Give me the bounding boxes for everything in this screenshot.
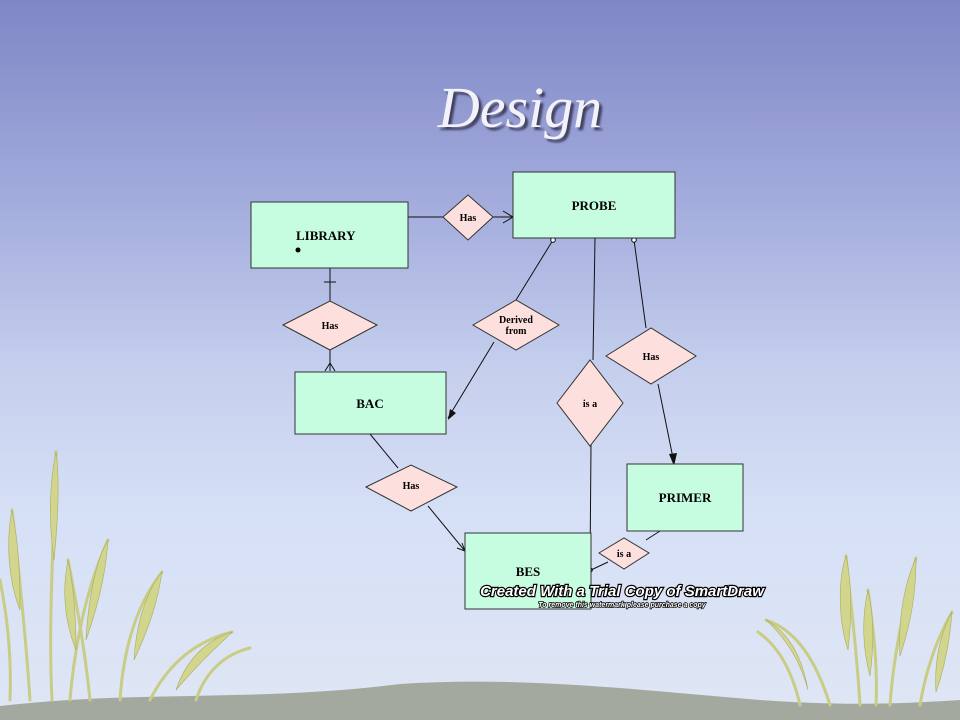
relationship-is-a-bes-primer: is a — [598, 537, 650, 570]
entity-probe: PROBE — [512, 171, 676, 239]
grass-right-decoration — [756, 554, 954, 707]
entity-library-label: LIBRARY — [296, 228, 356, 243]
grass-left-decoration — [0, 450, 252, 702]
entity-probe-label: PROBE — [572, 198, 617, 213]
entity-library: LIBRARY — [250, 201, 409, 269]
relationship-is-a-probe-bes-label: is a — [583, 399, 597, 410]
relationship-has-bac-bes: Has — [364, 464, 459, 512]
relationship-derived-from: Derived from — [472, 299, 560, 351]
relationship-has-library-bac: Has — [281, 300, 379, 351]
entity-primer: PRIMER — [626, 463, 744, 532]
slide-title: Design — [437, 75, 603, 140]
relationship-has-library-probe-label: Has — [460, 213, 477, 224]
entity-bac: BAC — [294, 371, 447, 435]
relationship-has-library-bac-label: Has — [322, 321, 339, 332]
entity-bac-label: BAC — [356, 396, 383, 411]
relationship-is-a-bes-primer-label: is a — [617, 549, 631, 560]
entity-bes-label: BES — [516, 564, 541, 579]
entity-primer-label: PRIMER — [659, 490, 712, 505]
relationship-has-probe-primer-label: Has — [643, 352, 660, 363]
relationship-has-library-probe: Has — [442, 194, 494, 241]
relationship-is-a-probe-bes: is a — [556, 359, 624, 447]
ground-strip — [0, 681, 960, 720]
watermark-line2: To remove this watermark please purchase… — [538, 602, 707, 609]
entity-bes: BES — [464, 532, 592, 610]
relationship-derived-from-label-line2: from — [506, 326, 528, 337]
relationship-has-probe-primer: Has — [605, 327, 697, 385]
relationship-has-bac-bes-label: Has — [403, 481, 420, 492]
relationship-derived-from-label-line1: Derived — [499, 315, 533, 326]
watermark-line1: Created With a Trial Copy of SmartDraw — [480, 583, 765, 600]
